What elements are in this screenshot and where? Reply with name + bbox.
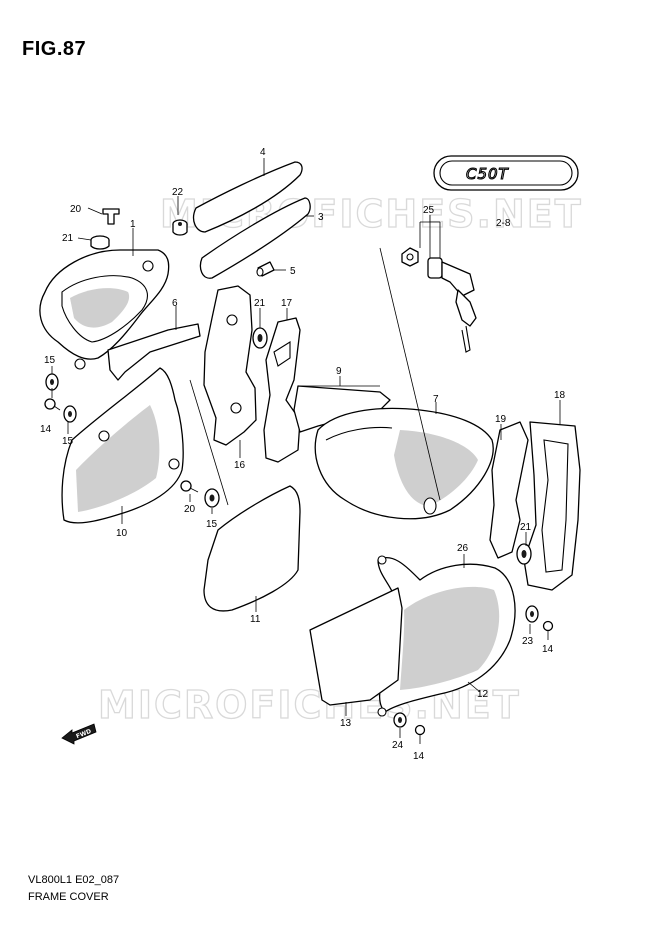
figure-caption: FRAME COVER bbox=[28, 891, 109, 903]
callout-14-bottom: 14 bbox=[413, 751, 425, 762]
part-14-screw-left bbox=[44, 398, 61, 411]
callout-25: 25 bbox=[423, 205, 435, 216]
fwd-arrow-icon: FWD bbox=[61, 723, 97, 745]
fwd-text: FWD bbox=[75, 728, 92, 740]
part-4-panel bbox=[192, 161, 303, 233]
part-22-grommet bbox=[172, 219, 188, 236]
part-20-screw-middle bbox=[180, 480, 199, 493]
part-7-right-frame-cover bbox=[314, 407, 494, 520]
part-19-bracket bbox=[489, 421, 529, 559]
callout-11: 11 bbox=[250, 614, 261, 625]
callout-22: 22 bbox=[172, 187, 184, 198]
callout-labels: 1 3 4 5 6 7 9 10 11 12 13 14 14 14 15 15… bbox=[40, 147, 566, 762]
part-13-panel bbox=[309, 587, 403, 706]
figure-title: FIG.87 bbox=[22, 38, 87, 60]
callout-23: 23 bbox=[522, 636, 534, 647]
callout-18: 18 bbox=[554, 390, 566, 401]
part-12-lower-right-cover bbox=[377, 555, 516, 717]
part-14-screw-bottom bbox=[414, 724, 426, 744]
callout-21-right: 21 bbox=[520, 522, 532, 533]
part-21-grommet-top bbox=[90, 235, 110, 250]
emblem-text: C50T bbox=[466, 165, 510, 183]
callout-7: 7 bbox=[433, 394, 439, 405]
part-3-panel bbox=[199, 197, 311, 279]
part-25-lock-set bbox=[401, 247, 477, 353]
part-5-collar bbox=[256, 261, 275, 277]
callout-4: 4 bbox=[260, 147, 266, 158]
part-23-grommet bbox=[525, 605, 539, 623]
callout-21-middle: 21 bbox=[254, 298, 266, 309]
reference-text: 2-8 bbox=[496, 218, 511, 229]
callout-15-middle: 15 bbox=[206, 519, 218, 530]
callout-16: 16 bbox=[234, 460, 246, 471]
part-11-panel bbox=[203, 485, 301, 612]
part-21-grommet-middle bbox=[252, 327, 268, 349]
model-code: VL800L1 E02_087 bbox=[28, 874, 120, 886]
c50t-emblem: C50T bbox=[433, 155, 579, 191]
part-15-grommet-middle bbox=[204, 488, 220, 508]
part-21-grommet-right bbox=[516, 543, 532, 565]
callout-10: 10 bbox=[116, 528, 128, 539]
callout-15-left: 15 bbox=[62, 436, 74, 447]
part-1-left-frame-cover bbox=[39, 249, 170, 370]
part-15-grommet-left bbox=[45, 373, 59, 391]
callout-17: 17 bbox=[281, 298, 293, 309]
callout-9: 9 bbox=[336, 366, 342, 377]
part-16-bracket bbox=[203, 285, 257, 446]
callout-20-middle: 20 bbox=[184, 504, 196, 515]
callout-21-top: 21 bbox=[62, 233, 74, 244]
part-24-grommet bbox=[393, 712, 407, 728]
leader-lines bbox=[51, 158, 561, 738]
callout-3: 3 bbox=[318, 212, 324, 223]
callout-19: 19 bbox=[495, 414, 507, 425]
callout-6: 6 bbox=[172, 298, 178, 309]
callout-12: 12 bbox=[477, 689, 489, 700]
callout-20-top: 20 bbox=[70, 204, 82, 215]
callout-5: 5 bbox=[290, 266, 296, 277]
callout-14-right: 14 bbox=[542, 644, 554, 655]
callout-1: 1 bbox=[130, 219, 136, 230]
callout-14-left: 14 bbox=[40, 424, 52, 435]
part-10-lower-left-cover bbox=[61, 367, 184, 524]
part-17-bracket bbox=[263, 317, 301, 463]
part-20-screw-top bbox=[102, 208, 120, 225]
callout-13: 13 bbox=[340, 718, 352, 729]
part-14-screw-right bbox=[542, 620, 554, 640]
callout-24: 24 bbox=[392, 740, 404, 751]
callout-15-top: 15 bbox=[44, 355, 56, 366]
part-15-grommet-left-2 bbox=[63, 405, 77, 423]
part-6-cover-strip bbox=[107, 323, 201, 381]
callout-26: 26 bbox=[457, 543, 469, 554]
